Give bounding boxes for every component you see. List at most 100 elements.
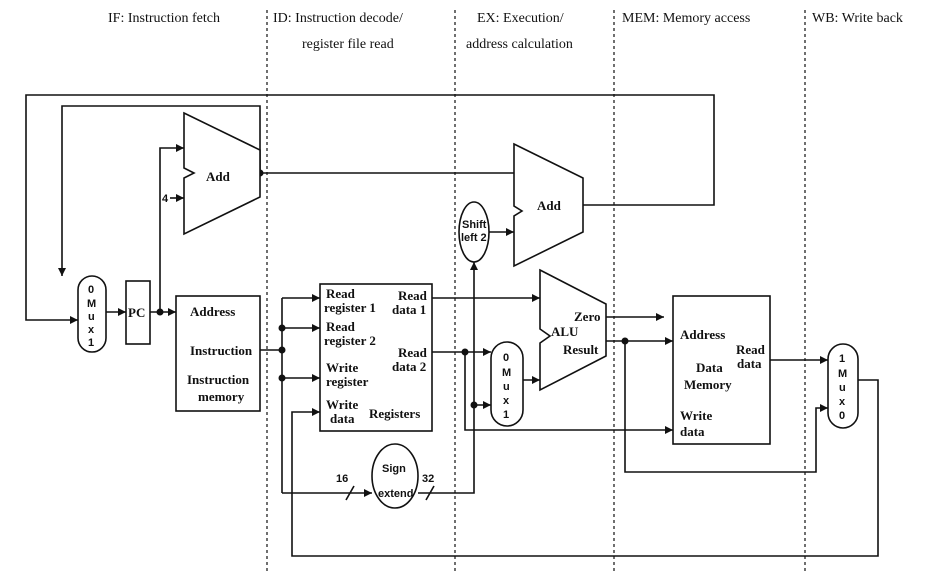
arrow-wb-mux-1 xyxy=(820,356,828,364)
dmem-write-a: Write xyxy=(680,408,712,423)
bus-slash-16 xyxy=(345,485,355,501)
wire-imm32 xyxy=(418,262,475,494)
dmem-name-line2: Memory xyxy=(684,377,732,392)
arrow-dmem-wd xyxy=(665,426,673,434)
arrow-wb-mux-0 xyxy=(820,404,828,412)
data-memory: Address Read data Data Memory Write data xyxy=(672,295,771,445)
sign-extend: Sign extend xyxy=(371,443,419,509)
alu-mux-in1: 1 xyxy=(503,409,509,421)
reg-read-data1-a: Read xyxy=(398,288,428,303)
arrow-add-in-b xyxy=(176,194,184,202)
alu-label: ALU xyxy=(551,324,579,339)
pc-mux-x: x xyxy=(88,324,95,336)
branch-adder: Add xyxy=(513,142,584,268)
arrow-mux-alu-1 xyxy=(483,401,491,409)
alu-mux-u: u xyxy=(503,381,510,393)
arrow-mux-in1 xyxy=(70,316,78,324)
alu-zero: Zero xyxy=(574,309,600,324)
dmem-address: Address xyxy=(680,327,725,342)
dmem-read-a: Read xyxy=(736,342,766,357)
branch-adder-label: Add xyxy=(537,198,562,213)
sign-in-bits: 16 xyxy=(336,473,348,485)
junction-read-data2 xyxy=(461,348,469,356)
reg-write-data-a: Write xyxy=(326,397,358,412)
alu-mux: 0 M u x 1 xyxy=(490,341,524,427)
junctions xyxy=(156,169,629,409)
instruction-memory: Address Instruction Instruction memory xyxy=(175,295,261,412)
arrow-mux-in0 xyxy=(58,268,66,276)
alu-mux-m: M xyxy=(502,367,511,379)
arrow-add-in-a xyxy=(176,144,184,152)
pc-mux-in1: 1 xyxy=(88,337,94,349)
alu: ALU Zero Result xyxy=(539,268,607,392)
arrow-rt xyxy=(312,324,320,332)
wire-branch-target xyxy=(25,94,715,321)
junction-instr-3 xyxy=(278,374,286,382)
arrow-zero xyxy=(656,313,664,321)
wire-pc-plus4-loop xyxy=(61,105,261,276)
imem-instruction: Instruction xyxy=(190,343,253,358)
stage-id-label-line2: register file read xyxy=(302,37,394,52)
arrow-alu-b xyxy=(532,376,540,384)
wb-mux-in1: 1 xyxy=(839,353,845,365)
reg-read-data2-b: data 2 xyxy=(392,359,426,374)
imem-name-line1: Instruction xyxy=(187,372,250,387)
shift-left-2: Shift left 2 xyxy=(458,201,490,263)
pc-adder: Add xyxy=(183,111,261,236)
junction-pc-out xyxy=(156,308,164,316)
stage-ex-label-line1: EX: Execution/ xyxy=(477,11,564,26)
arrow-alu-a xyxy=(532,294,540,302)
reg-read-reg1-a: Read xyxy=(326,286,356,301)
reg-name: Registers xyxy=(369,406,420,421)
junction-instr-2 xyxy=(278,346,286,354)
reg-write-reg-a: Write xyxy=(326,360,358,375)
arrow-rd xyxy=(312,374,320,382)
bus-slash-32 xyxy=(425,485,435,501)
sign-extend-line2: extend xyxy=(378,488,413,500)
shift-label-line2: left 2 xyxy=(461,232,487,244)
arrow-sign-in xyxy=(364,489,372,497)
arrow-rs xyxy=(312,294,320,302)
stage-if-label: IF: Instruction fetch xyxy=(108,11,220,26)
wb-mux-in0: 0 xyxy=(839,410,845,422)
pc-register: PC xyxy=(125,280,151,345)
arrow-imem-in xyxy=(168,308,176,316)
register-file: Read register 1 Read register 2 Write re… xyxy=(319,283,433,432)
reg-read-reg2-a: Read xyxy=(326,319,356,334)
shift-label-line1: Shift xyxy=(462,219,487,231)
stage-wb-label: WB: Write back xyxy=(812,11,903,26)
wire-writeback xyxy=(291,379,879,557)
dmem-write-b: data xyxy=(680,424,705,439)
junction-imm xyxy=(470,401,478,409)
dmem-name-line1: Data xyxy=(696,360,723,375)
stage-mem-label: MEM: Memory access xyxy=(622,11,750,26)
arrow-dmem-addr xyxy=(665,337,673,345)
reg-write-data-b: data xyxy=(330,411,355,426)
dmem-read-b: data xyxy=(737,356,762,371)
wire-pc-to-add xyxy=(159,147,184,312)
reg-read-data1-b: data 1 xyxy=(392,302,426,317)
imem-address: Address xyxy=(190,304,235,319)
pc-mux-m: M xyxy=(87,298,96,310)
stage-id-label-line1: ID: Instruction decode/ xyxy=(273,11,403,26)
const-4-label: 4 xyxy=(162,193,169,205)
junction-alu-result xyxy=(621,337,629,345)
arrowheads xyxy=(58,144,828,497)
arrow-mux-alu-0 xyxy=(483,348,491,356)
stage-ex-label-line2: address calculation xyxy=(466,37,573,52)
reg-write-reg-b: register xyxy=(326,374,369,389)
sign-out-bits: 32 xyxy=(422,473,434,485)
writeback-mux: 1 M u x 0 xyxy=(827,343,859,429)
reg-read-reg2-b: register 2 xyxy=(324,333,376,348)
wb-mux-x: x xyxy=(839,396,846,408)
reg-read-data2-a: Read xyxy=(398,345,428,360)
pc-mux-u: u xyxy=(88,311,95,323)
arrow-pc-in xyxy=(118,308,126,316)
alu-result: Result xyxy=(563,342,599,357)
sign-extend-line1: Sign xyxy=(382,463,406,475)
arrow-shift-in xyxy=(470,262,478,270)
junction-instr-1 xyxy=(278,324,286,332)
alu-mux-in0: 0 xyxy=(503,352,509,364)
wire-read-data2-to-dmem xyxy=(464,352,673,431)
